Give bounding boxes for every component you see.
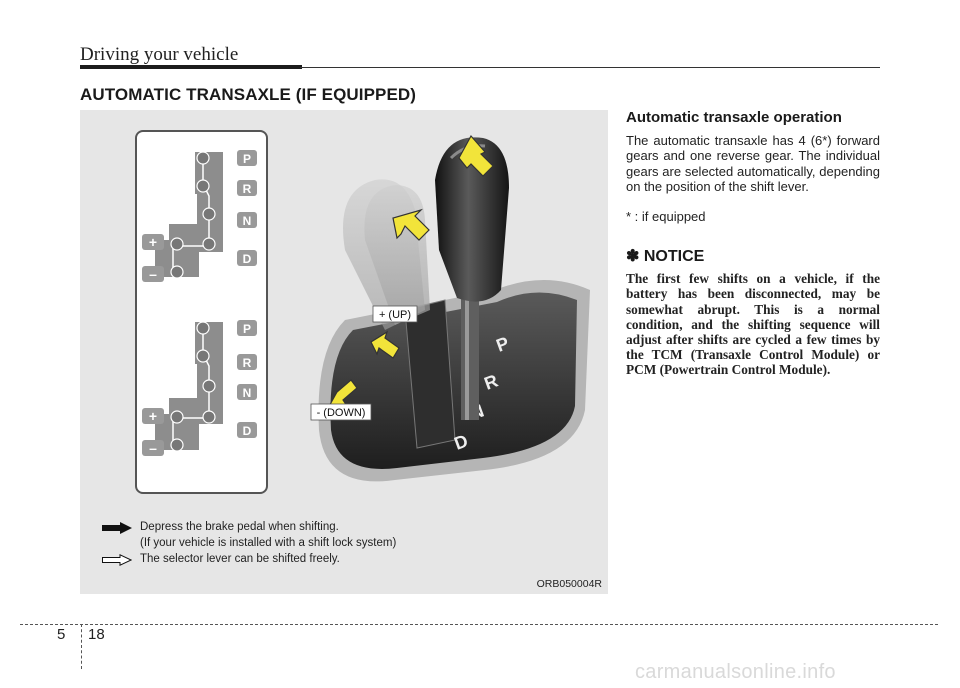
section-title: AUTOMATIC TRANSAXLE (IF EQUIPPED) [80, 85, 417, 104]
legend-solid-line-1: Depress the brake pedal when shifting. [140, 521, 339, 533]
shift-gate-svg: P R N D + – [142, 150, 257, 456]
shift-figure: P R N D + – [80, 110, 608, 594]
lower-gate-N: N [243, 386, 252, 400]
upper-gate-N: N [243, 214, 252, 228]
upper-gate-R: R [243, 182, 252, 196]
upper-gate-P: P [243, 152, 251, 166]
legend-solid-line-2: (If your vehicle is installed with a shi… [140, 537, 397, 549]
legend-outline-line: The selector lever can be shifted freely… [140, 553, 340, 565]
up-arrow-icon [458, 134, 494, 177]
chapter-number: 5 [57, 626, 66, 643]
solid-arrow-icon [102, 522, 132, 534]
outline-arrow-icon [102, 554, 132, 566]
header-rule-thin [300, 67, 880, 68]
operation-heading: Automatic transaxle operation [626, 109, 842, 126]
label-up: + (UP) [379, 309, 411, 321]
notice-body: The first few shifts on a vehicle, if th… [626, 271, 880, 378]
console-letter-R: R [482, 371, 501, 394]
running-header: Driving your vehicle [80, 44, 239, 65]
upper-gate-D: D [243, 252, 252, 266]
site-watermark: carmanualsonline.info [635, 661, 836, 683]
text-column: Automatic transaxle operation The automa… [626, 109, 880, 378]
lower-gate: P R N D + – [142, 320, 257, 456]
upper-gate-plus: + [149, 234, 157, 250]
lower-gate-P: P [243, 322, 251, 336]
notice-heading: ✽ NOTICE [626, 248, 705, 266]
shift-lever-svg: P R N D [310, 134, 590, 482]
footer-rule [20, 624, 938, 625]
header-rule-thick [80, 65, 302, 69]
forward-arrow-icon [392, 208, 430, 241]
console-letter-D: D [452, 431, 471, 454]
footer-divider [81, 624, 82, 669]
label-down: - (DOWN) [317, 407, 366, 419]
upper-gate-minus: – [149, 266, 157, 282]
figure-code: ORB050004R [536, 578, 602, 590]
lower-gate-minus: – [149, 440, 157, 456]
shift-gate-diagram: P R N D + – [135, 130, 268, 494]
lower-gate-R: R [243, 356, 252, 370]
upper-gate: P R N D + – [142, 150, 257, 282]
lower-gate-D: D [243, 424, 252, 438]
equipped-footnote: * : if equipped [626, 209, 706, 225]
shift-lever-illustration: P R N D [305, 130, 605, 495]
operation-body: The automatic transaxle has 4 (6*) forwa… [626, 133, 880, 194]
lower-gate-plus: + [149, 408, 157, 424]
page-number: 18 [88, 626, 105, 643]
plus-up-arrow-icon [370, 330, 400, 359]
